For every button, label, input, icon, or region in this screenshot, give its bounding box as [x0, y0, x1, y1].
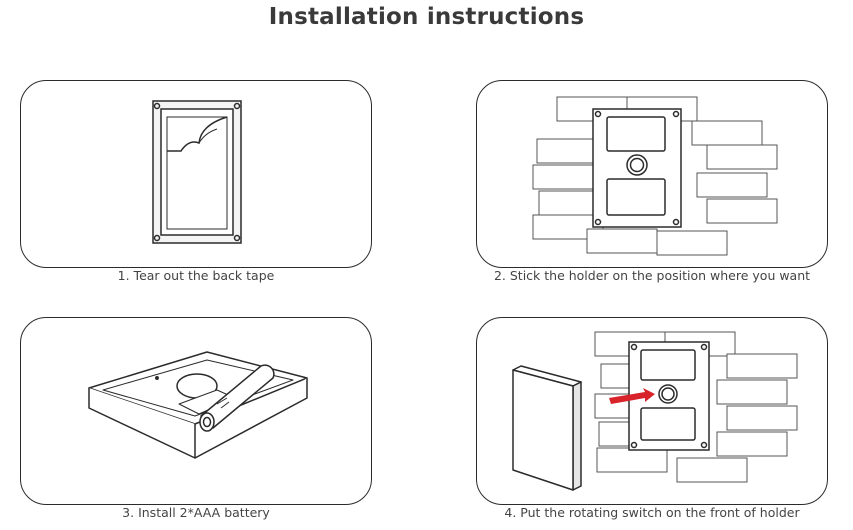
step-3-caption: 3. Install 2*AAA battery [122, 505, 270, 520]
step-4-caption: 4. Put the rotating switch on the front … [504, 505, 800, 520]
battery-install-icon [88, 351, 308, 459]
page-title: Installation instructions [268, 4, 585, 30]
step-2-caption: 2. Stick the holder on the position wher… [493, 268, 811, 283]
step-3-panel [20, 317, 372, 505]
step-2-panel [476, 80, 828, 268]
holder-on-wall-icon [532, 96, 778, 256]
step-4-panel [476, 317, 828, 505]
step-1-panel [20, 80, 372, 268]
step-1-caption: 1. Tear out the back tape [117, 268, 275, 283]
holder-peel-tape-icon [152, 100, 242, 244]
switch-mount-icon [512, 331, 798, 491]
